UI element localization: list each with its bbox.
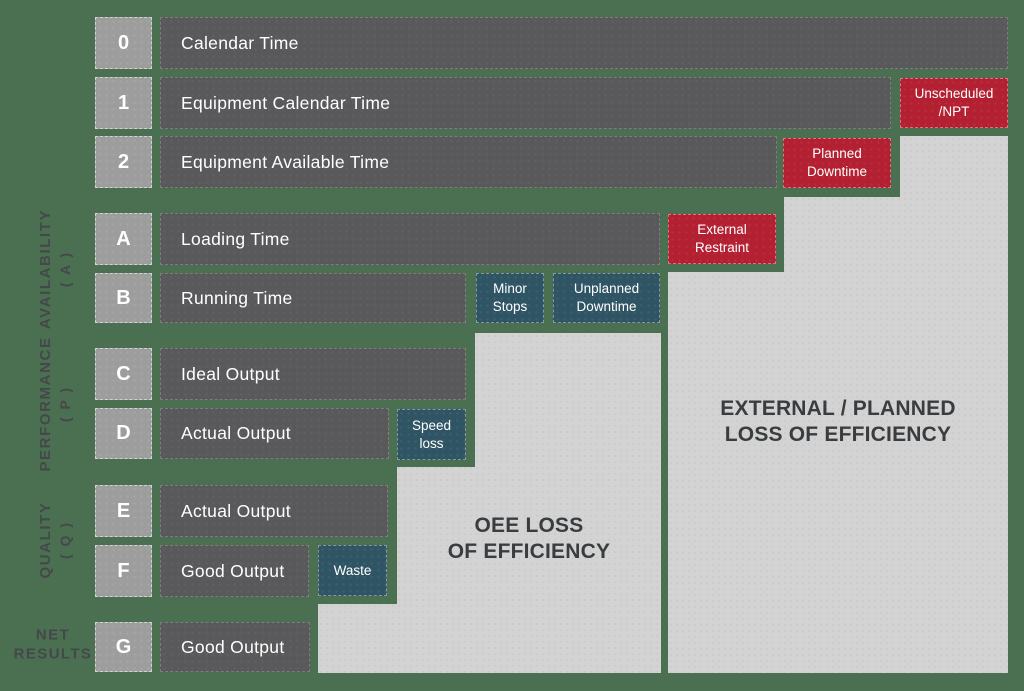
row-f-index-badge: F [95, 545, 152, 597]
row-2-index-badge: 2 [95, 136, 152, 188]
quality-sub-label: ( Q ) [57, 521, 73, 559]
external-restraint-line2: Restraint [694, 240, 750, 255]
calendar-time-bar: Calendar Time [160, 17, 1008, 69]
good-output-g-label: Good Output [181, 636, 285, 657]
running-time-bar: Running Time [160, 273, 466, 323]
performance-sub-label: ( P ) [57, 385, 73, 423]
running-time-label: Running Time [181, 287, 293, 308]
good-output-bar-g: Good Output [160, 622, 310, 672]
unscheduled-npt-loss-box: Unscheduled /NPT [900, 78, 1008, 128]
equipment-available-time-label: Equipment Available Time [181, 151, 390, 172]
row-1-index-badge: 1 [95, 77, 152, 129]
row-g-index-badge: G [95, 622, 152, 672]
planned-downtime-loss-box: Planned Downtime [783, 138, 891, 188]
calendar-time-label: Calendar Time [181, 32, 299, 53]
waste-line1: Waste [333, 562, 372, 578]
unplanned-downtime-line1: Unplanned [573, 281, 640, 297]
external-restraint-line1: External [697, 222, 747, 238]
planned-downtime-line2: Downtime [806, 164, 868, 179]
row-e-index-badge: E [95, 485, 152, 537]
oee-loss-title-line2: OF EFFICIENCY [447, 539, 611, 563]
net-results-label-line1: NET [35, 626, 71, 644]
side-label-availability: AVAILABILITY ( A ) [37, 209, 73, 329]
minor-stops-line1: Minor [493, 281, 527, 297]
external-planned-loss-title-line2: LOSS OF EFFICIENCY [724, 422, 952, 446]
net-results-label-line2: RESULTS [13, 645, 93, 662]
availability-label: AVAILABILITY [37, 208, 54, 330]
unscheduled-npt-line2: /NPT [938, 104, 970, 119]
external-planned-loss-title-line1: EXTERNAL / PLANNED [720, 397, 956, 420]
availability-sub-label: ( A ) [57, 250, 73, 288]
waste-loss-box: Waste [318, 545, 387, 596]
speed-loss-box: Speed loss [397, 409, 466, 460]
good-output-f-label: Good Output [181, 560, 285, 581]
side-label-performance: PERFORMANCE ( P ) [37, 336, 73, 471]
row-0-index-badge: 0 [95, 17, 152, 69]
minor-stops-line2: Stops [492, 299, 528, 314]
speed-loss-line2: loss [419, 435, 444, 451]
equipment-calendar-time-label: Equipment Calendar Time [181, 92, 391, 113]
external-planned-loss-title: EXTERNAL / PLANNED LOSS OF EFFICIENCY [668, 396, 1008, 447]
loading-time-bar: Loading Time [160, 213, 660, 265]
quality-label: QUALITY [37, 501, 54, 579]
equipment-calendar-time-bar: Equipment Calendar Time [160, 77, 891, 129]
performance-label: PERFORMANCE [37, 336, 54, 472]
external-restraint-loss-box: External Restraint [668, 214, 776, 264]
row-d-index-badge: D [95, 408, 152, 459]
speed-loss-line1: Speed [411, 417, 452, 433]
oee-loss-title-line1: OEE LOSS [474, 514, 584, 537]
ideal-output-bar: Ideal Output [160, 348, 466, 400]
actual-output-e-label: Actual Output [181, 500, 291, 521]
good-output-bar-f: Good Output [160, 545, 309, 597]
loading-time-label: Loading Time [181, 228, 290, 249]
side-label-quality: QUALITY ( Q ) [37, 501, 73, 578]
planned-downtime-line1: Planned [812, 146, 862, 162]
minor-stops-loss-box: Minor Stops [476, 273, 544, 323]
row-c-index-badge: C [95, 348, 152, 400]
oee-loss-title: OEE LOSS OF EFFICIENCY [397, 513, 661, 564]
unplanned-downtime-line2: Downtime [576, 299, 637, 314]
ideal-output-label: Ideal Output [181, 363, 280, 384]
unplanned-downtime-loss-box: Unplanned Downtime [553, 273, 660, 323]
actual-output-bar-d: Actual Output [160, 408, 389, 459]
row-a-index-badge: A [95, 213, 152, 265]
equipment-available-time-bar: Equipment Available Time [160, 136, 777, 188]
actual-output-bar-e: Actual Output [160, 485, 388, 537]
unscheduled-npt-line1: Unscheduled [914, 86, 994, 102]
actual-output-d-label: Actual Output [181, 423, 291, 443]
row-b-index-badge: B [95, 273, 152, 323]
side-label-net-results: NET RESULTS [14, 626, 93, 664]
